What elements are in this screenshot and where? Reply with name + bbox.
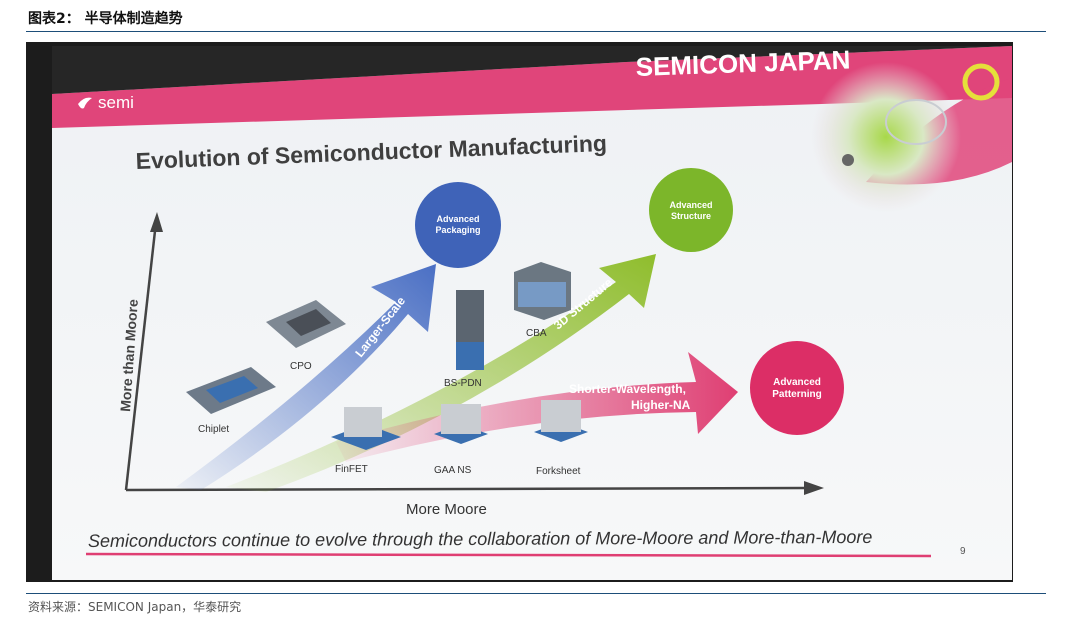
forksheet-label: Forksheet	[536, 466, 581, 477]
larger-scale-arrow	[176, 264, 436, 490]
patterning-line1: Advanced	[773, 377, 821, 388]
finfet-label: FinFET	[335, 464, 368, 475]
patterning-line2: Patterning	[772, 389, 821, 400]
cba-label: CBA	[526, 328, 547, 339]
semi-logo-text: semi	[98, 93, 134, 112]
advanced-packaging-circle: Advanced Packaging	[415, 182, 501, 268]
bs-pdn-illustration	[456, 290, 484, 370]
structure-line1: Advanced	[669, 200, 712, 210]
figure-source: 资料来源：SEMICON Japan，华泰研究	[28, 600, 242, 614]
semicon-brand: SEMICON JAPAN	[635, 45, 851, 82]
3d-structure-arrow	[226, 254, 656, 492]
advanced-patterning-circle: Advanced Patterning	[750, 341, 844, 435]
cba-illustration	[514, 262, 571, 320]
gaa-ns-label: GAA NS	[434, 465, 472, 476]
forksheet-illustration	[534, 400, 588, 442]
packaging-line1: Advanced	[436, 214, 479, 224]
page-number: 9	[960, 546, 966, 557]
finfet-illustration	[331, 407, 401, 450]
cpo-illustration	[266, 300, 346, 348]
pink-banner	[52, 46, 1012, 128]
advanced-structure-circle: Advanced Structure	[649, 168, 733, 252]
packaging-line2: Packaging	[435, 225, 480, 235]
source-rule	[26, 593, 1046, 594]
slide-photo: semi SEMICON JAPAN Evolution of Semicond…	[26, 42, 1013, 582]
semi-logo: semi	[78, 93, 134, 112]
figure-title: 图表2： 半导体制造趋势	[28, 11, 183, 27]
chiplet-illustration	[186, 367, 276, 414]
cpo-label: CPO	[290, 361, 312, 372]
wavelength-label-line2: Higher-NA	[631, 398, 691, 412]
bs-pdn-label: BS-PDN	[444, 378, 482, 389]
decorative-circles	[811, 62, 1012, 212]
axes	[124, 212, 824, 495]
title-rule	[26, 31, 1046, 32]
gaa-ns-illustration	[434, 404, 488, 444]
y-axis-label: More than Moore	[117, 298, 141, 412]
structure-line2: Structure	[671, 211, 711, 221]
chiplet-label: Chiplet	[198, 424, 229, 435]
wavelength-label-line1: Shorter-Wavelength,	[569, 382, 686, 396]
x-axis-label: More Moore	[406, 501, 487, 518]
slide-caption: Semiconductors continue to evolve throug…	[88, 527, 873, 551]
caption-underline	[85, 552, 932, 558]
